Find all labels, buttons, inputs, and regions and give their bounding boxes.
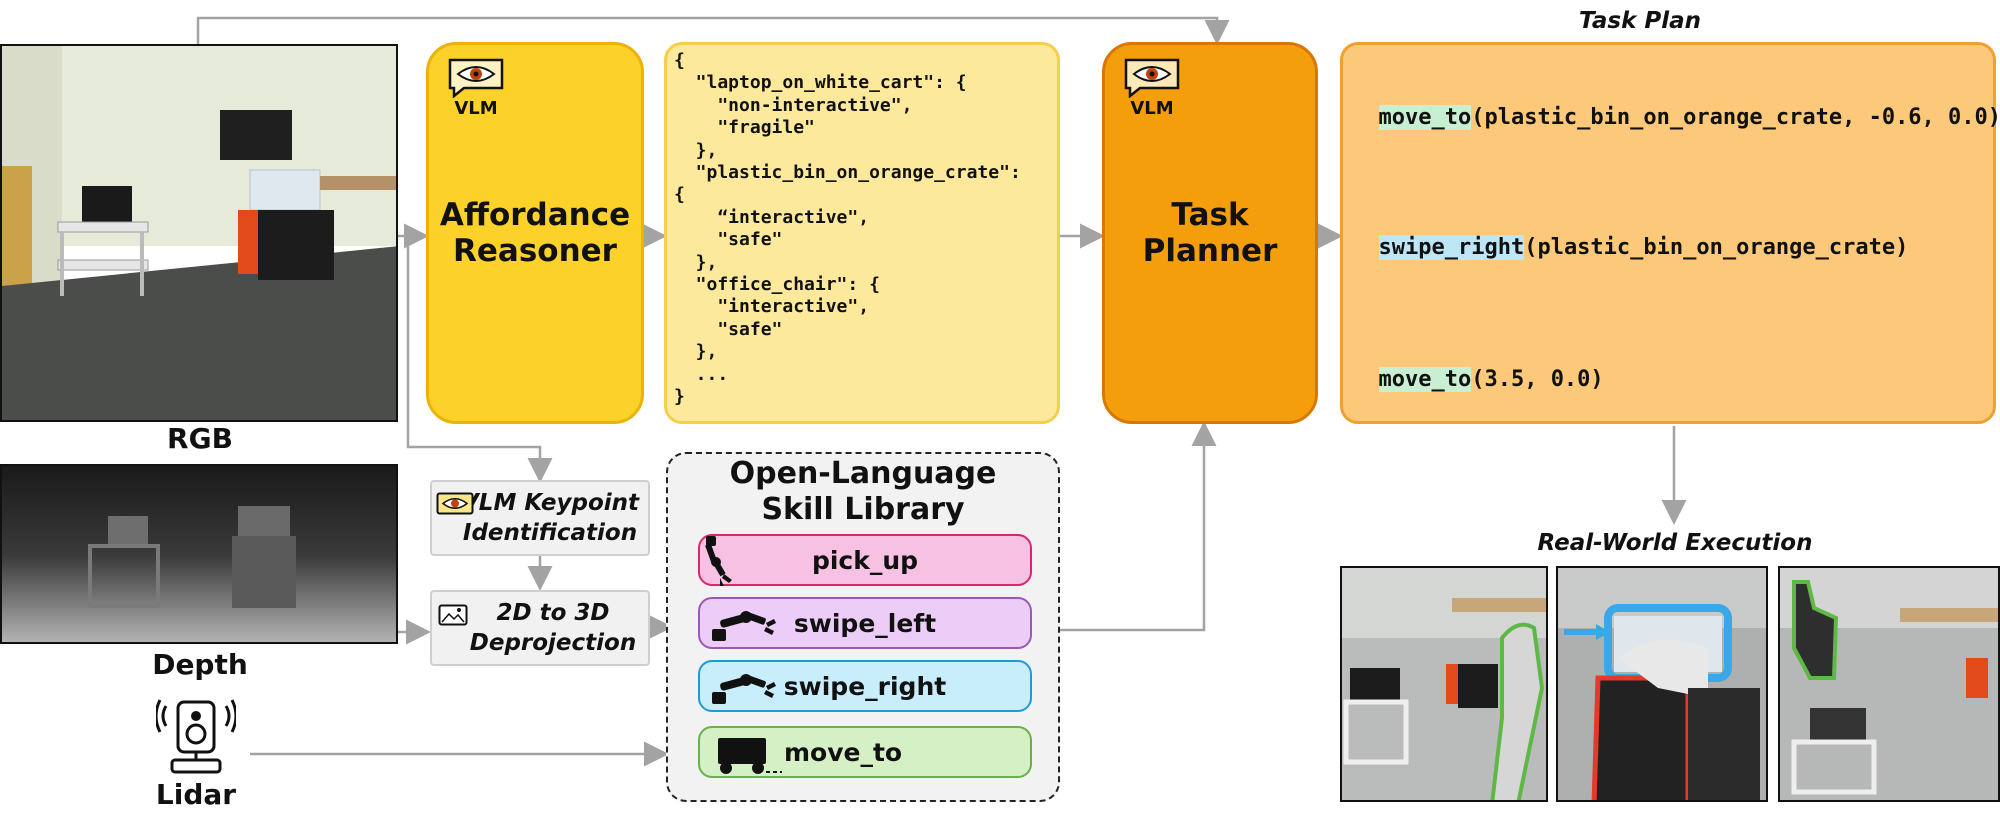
affordance-output-box [664, 42, 1060, 424]
skill-swipe-left: swipe_left [698, 597, 1032, 649]
affordance-vlm-badge: VLM [454, 98, 498, 119]
affordance-output-code: { "laptop_on_white_cart": { "non-interac… [674, 50, 1021, 409]
affordance-output-line: { [674, 184, 685, 206]
affordance-output-line: "non-interactive", [674, 94, 913, 116]
keypoint-line1: VLM Keypoint [460, 490, 640, 516]
plan-step-1-args: (plastic_bin_on_orange_crate, -0.6, 0.0) [1471, 105, 2000, 130]
lidar-sensor-icon [154, 694, 238, 780]
task-plan-heading: Task Plan [1578, 8, 1702, 34]
skill-library-title: Open-Language Skill Library [666, 456, 1060, 528]
skill-swipe-left-label: swipe_left [793, 608, 937, 638]
robot-arm-icon [712, 670, 776, 706]
plan-step-2-fn: swipe_right [1378, 235, 1525, 260]
rgb-label: RGB [167, 422, 233, 455]
task-planner-box: Task Planner [1102, 42, 1318, 424]
skill-pick-up-label: pick_up [811, 545, 919, 575]
keypoint-line2: Identification [462, 520, 638, 546]
affordance-output-line: { [674, 50, 685, 71]
affordance-output-line: “interactive", [674, 206, 870, 228]
skill-swipe-right: swipe_right [698, 660, 1032, 712]
plan-step-1: move_to(plastic_bin_on_orange_crate, -0.… [1352, 80, 2000, 130]
skill-library-title-line1: Open-Language [729, 456, 997, 491]
rgb-image [0, 44, 398, 422]
skill-move-to: move_to [698, 726, 1032, 778]
robot-arm-icon [712, 607, 776, 643]
execution-frame-2 [1556, 566, 1768, 802]
affordance-output-line: "safe" [674, 318, 783, 340]
eye-icon [1122, 58, 1182, 99]
affordance-reasoner-box: Affordance Reasoner [426, 42, 644, 424]
robot-arm-icon [702, 534, 742, 586]
deprojection-box: 2D to 3D Deprojection [430, 590, 650, 666]
plan-step-2: swipe_right(plastic_bin_on_orange_crate) [1352, 210, 1908, 260]
skill-move-to-label: move_to [784, 737, 903, 767]
planner-title-line1: Task [1171, 197, 1249, 233]
skill-pick-up: pick_up [698, 534, 1032, 586]
affordance-output-line: "laptop_on_white_cart": { [674, 72, 967, 94]
planner-vlm-badge: VLM [1130, 98, 1174, 119]
plan-step-3: move_to(3.5, 0.0) [1352, 342, 1604, 392]
affordance-title-line2: Reasoner [453, 233, 617, 269]
affordance-output-line: "safe" [674, 229, 783, 251]
camera-image-icon [438, 604, 468, 626]
affordance-output-line: } [674, 386, 685, 408]
affordance-output-line: }, [674, 341, 718, 363]
depth-label: Depth [152, 648, 248, 681]
affordance-output-line: }, [674, 251, 718, 273]
planner-title-line2: Planner [1142, 233, 1278, 269]
affordance-output-line: }, [674, 139, 718, 161]
execution-frame-3 [1778, 566, 2000, 802]
wheeled-base-icon [714, 734, 784, 776]
execution-frame-1 [1340, 566, 1548, 802]
deprojection-line1: 2D to 3D [496, 600, 610, 626]
affordance-output-line: "office_chair": { [674, 274, 880, 296]
plan-step-2-args: (plastic_bin_on_orange_crate) [1524, 235, 1909, 260]
affordance-output-line: "fragile" [674, 117, 815, 139]
affordance-output-line: ... [674, 363, 729, 385]
eye-icon [446, 58, 506, 99]
lidar-label: Lidar [155, 778, 237, 811]
plan-step-3-args: (3.5, 0.0) [1471, 367, 1604, 392]
eye-icon [436, 492, 474, 516]
skill-library-title-line2: Skill Library [761, 492, 965, 527]
execution-heading: Real-World Execution [1537, 530, 1813, 556]
affordance-output-line: "interactive", [674, 296, 870, 318]
deprojection-line2: Deprojection [469, 630, 637, 656]
affordance-output-line: "plastic_bin_on_orange_crate": [674, 162, 1021, 184]
affordance-title-line1: Affordance [439, 197, 631, 233]
plan-step-1-fn: move_to [1378, 105, 1472, 130]
skill-swipe-right-label: swipe_right [783, 671, 947, 701]
depth-image [0, 464, 398, 644]
plan-step-3-fn: move_to [1378, 367, 1472, 392]
